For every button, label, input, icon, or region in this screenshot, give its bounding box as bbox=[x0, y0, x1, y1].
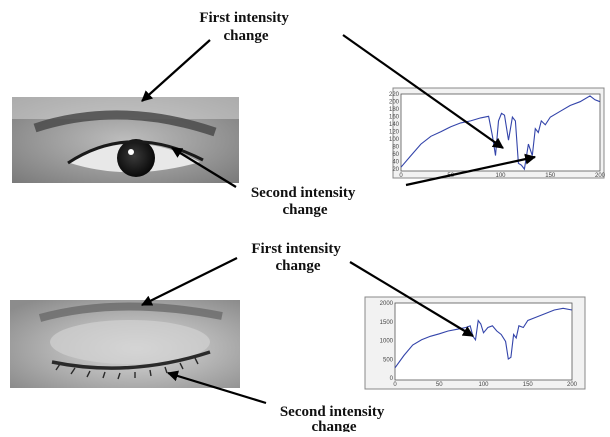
x-tick-label: 200 bbox=[595, 173, 606, 179]
first-intensity-label: First intensity change bbox=[251, 241, 344, 274]
y-tick-label: 60 bbox=[392, 152, 399, 158]
x-tick-label: 0 bbox=[399, 173, 403, 179]
arrow-first-to-eye bbox=[141, 257, 238, 306]
y-tick-label: 80 bbox=[392, 145, 399, 151]
y-tick-label: 140 bbox=[389, 122, 400, 128]
first-intensity-label: First intensity change bbox=[199, 10, 292, 44]
x-tick-label: 50 bbox=[436, 382, 443, 388]
y-tick-label: 180 bbox=[389, 107, 400, 113]
y-tick-label: 40 bbox=[392, 160, 399, 166]
iris bbox=[117, 139, 155, 177]
x-tick-label: 150 bbox=[545, 173, 556, 179]
x-tick-label: 100 bbox=[495, 173, 506, 179]
eyebrow bbox=[33, 110, 217, 137]
eyebrow bbox=[38, 302, 223, 322]
arrow-second-to-eye bbox=[166, 370, 267, 405]
arrow-second-to-eye bbox=[171, 147, 237, 188]
y-tick-label: 0 bbox=[390, 376, 394, 382]
y-tick-label: 500 bbox=[383, 357, 394, 363]
y-tick-label: 2000 bbox=[380, 301, 394, 307]
second-intensity-label: Second intensity change bbox=[280, 404, 388, 432]
y-tick-label: 100 bbox=[389, 137, 400, 143]
y-tick-label: 220 bbox=[389, 92, 400, 98]
closed-eye-photo bbox=[10, 300, 240, 388]
arrow-first-to-plot bbox=[342, 34, 504, 149]
arrow-second-to-plot bbox=[405, 153, 537, 187]
x-tick-label: 150 bbox=[523, 382, 534, 388]
x-tick-labels: 0 50 100 150 200 bbox=[393, 382, 577, 388]
eyelash-line bbox=[51, 350, 211, 370]
second-intensity-label: Second intensity change bbox=[251, 185, 359, 218]
intensity-curve bbox=[400, 95, 601, 171]
arrow-first-to-plot bbox=[349, 261, 474, 337]
closed-eyelid bbox=[50, 320, 210, 364]
y-tick-label: 200 bbox=[389, 100, 400, 106]
y-tick-label: 1500 bbox=[380, 320, 394, 326]
eyelashes bbox=[55, 357, 199, 380]
x-tick-label: 0 bbox=[393, 382, 397, 388]
open-eye-photo bbox=[12, 97, 239, 183]
y-tick-label: 120 bbox=[389, 130, 400, 136]
intensity-curve bbox=[394, 307, 573, 369]
arrow-first-to-eye bbox=[141, 39, 211, 102]
upper-eyelid bbox=[67, 140, 204, 165]
eye-highlight bbox=[128, 149, 134, 155]
y-tick-labels: 2000 1500 1000 500 0 bbox=[380, 301, 394, 382]
closed-eye-plot: 2000 1500 1000 500 0 0 50 100 150 200 bbox=[364, 296, 586, 390]
x-tick-label: 200 bbox=[567, 382, 578, 388]
y-tick-label: 1000 bbox=[380, 339, 394, 345]
y-tick-label: 20 bbox=[392, 167, 399, 173]
y-tick-label: 160 bbox=[389, 115, 400, 121]
x-tick-label: 100 bbox=[478, 382, 489, 388]
